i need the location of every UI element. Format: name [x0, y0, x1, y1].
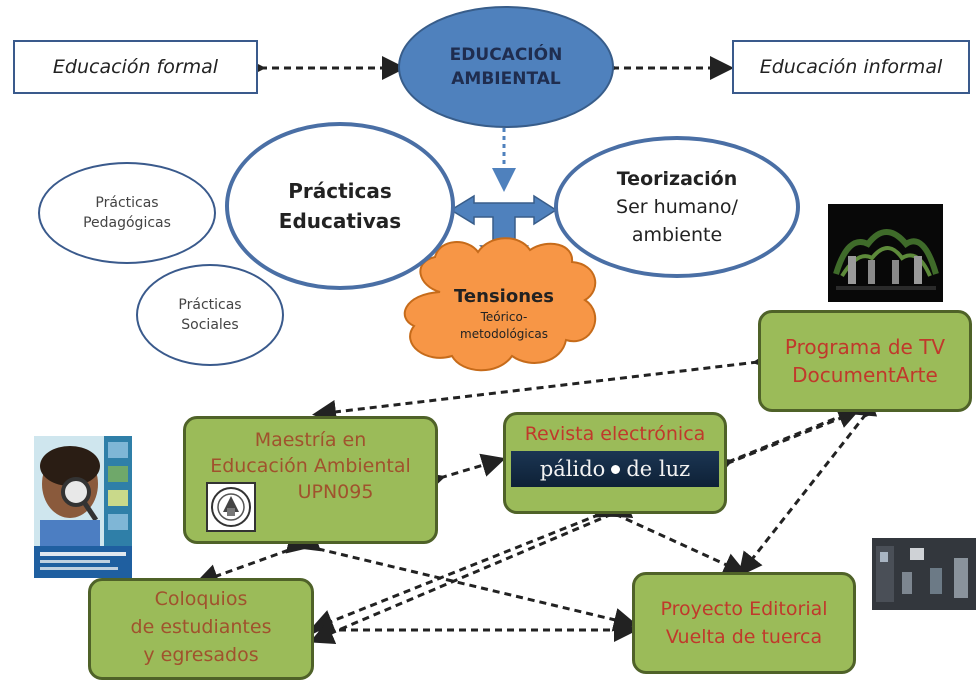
connector-maestria-revista [419, 453, 506, 495]
node-practicas-pedagogicas-line1: Prácticas [95, 195, 159, 211]
node-tensiones-title: Tensiones [454, 286, 554, 307]
node-programa-tv-line2: DocumentArte [792, 363, 938, 387]
revista-logo-right: de luz [626, 457, 691, 481]
connector-maestria-proyecto [285, 530, 638, 632]
node-maestria: Maestría en Educación Ambiental UPN095 [183, 416, 438, 544]
node-tensiones: Tensiones Teórico- metodológicas [418, 276, 590, 352]
node-educacion-ambiental-line1: EDUCACIÓN [449, 45, 563, 65]
node-practicas-pedagogicas-line2: Pedagógicas [83, 215, 171, 231]
node-revista-label: Revista electrónica [524, 423, 706, 445]
tv-program-photo [828, 204, 943, 302]
node-educacion-ambiental: EDUCACIÓN AMBIENTAL [398, 6, 614, 128]
node-maestria-line1: Maestría en [254, 429, 367, 451]
upn-seal-logo [206, 482, 256, 532]
node-practicas-educativas-line2: Educativas [278, 209, 402, 233]
t-block-arrow [449, 194, 558, 267]
connector-revista-proyecto [593, 495, 748, 576]
node-maestria-line2: Educación Ambiental [210, 455, 411, 477]
node-maestria-line3: UPN095 [297, 481, 374, 503]
child-magnifier-poster [34, 436, 132, 578]
connector-maestria-coloquios [194, 528, 322, 588]
node-coloquios-line1: Coloquios [154, 588, 248, 610]
node-educacion-informal: Educación informal [732, 40, 970, 94]
node-proyecto-editorial-line2: Vuelta de tuerca [665, 626, 823, 648]
connector-tv-proyecto [738, 392, 887, 577]
node-practicas-sociales: Prácticas Sociales [136, 264, 284, 366]
node-programa-tv: Programa de TV DocumentArte [758, 310, 972, 412]
node-proyecto-editorial: Proyecto Editorial Vuelta de tuerca [632, 572, 856, 674]
node-educacion-ambiental-line2: AMBIENTAL [451, 69, 561, 89]
node-teorizacion-title: Teorización [616, 168, 738, 190]
node-practicas-educativas: Prácticas Educativas [225, 122, 455, 290]
editorial-thumbnail-photo [872, 538, 976, 610]
node-teorizacion: Teorización Ser humano/ ambiente [554, 136, 800, 278]
tensiones-cloud-shape [403, 237, 597, 372]
node-teorizacion-line2: ambiente [631, 224, 723, 246]
node-proyecto-editorial-line1: Proyecto Editorial [660, 598, 828, 620]
node-coloquios-line2: de estudiantes [130, 616, 272, 638]
node-educacion-informal-label: Educación informal [759, 56, 943, 78]
node-practicas-sociales-line1: Prácticas [178, 297, 242, 313]
node-educacion-formal-label: Educación formal [52, 56, 219, 78]
revista-logo-banner: pálido de luz [511, 451, 719, 487]
node-programa-tv-line1: Programa de TV [784, 335, 946, 359]
node-practicas-educativas-line1: Prácticas [288, 179, 392, 203]
revista-logo-dot-icon [611, 464, 621, 474]
node-practicas-sociales-line2: Sociales [181, 317, 239, 333]
node-tensiones-line1: Teórico- [480, 310, 528, 324]
node-teorizacion-line1: Ser humano/ [616, 196, 738, 218]
node-coloquios-line3: y egresados [143, 644, 259, 666]
revista-logo-left: pálido [539, 457, 606, 481]
connector-revista-tv [706, 405, 862, 480]
node-educacion-formal: Educación formal [13, 40, 258, 94]
node-tensiones-line2: metodológicas [460, 327, 548, 341]
node-coloquios: Coloquios de estudiantes y egresados [88, 578, 314, 680]
node-revista: Revista electrónica pálido de luz [503, 412, 727, 514]
connector-tv-maestria [312, 347, 778, 424]
node-practicas-pedagogicas: Prácticas Pedagógicas [38, 162, 216, 264]
